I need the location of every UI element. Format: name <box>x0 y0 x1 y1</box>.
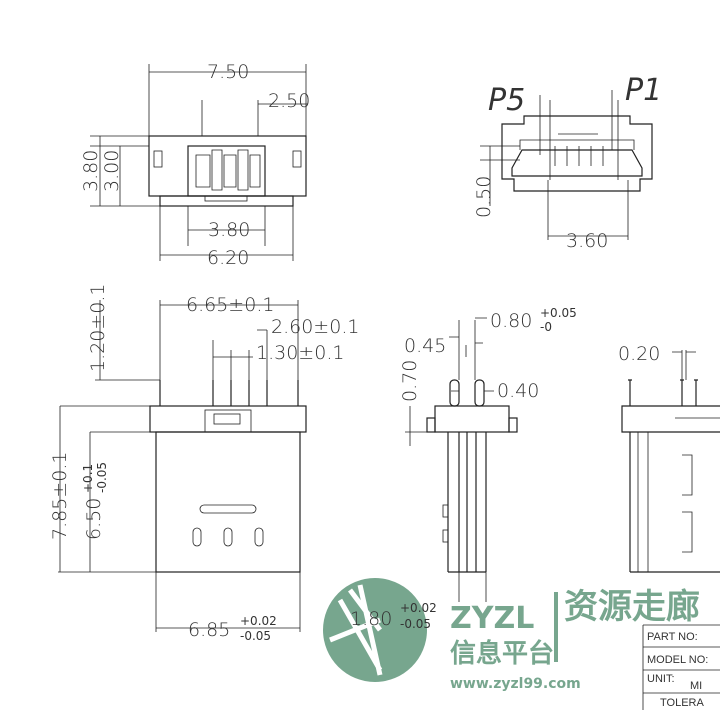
dim-body-width-tol-plus: +0.02 <box>240 614 277 628</box>
dim-pin-pitch: 1.30±0.1 <box>256 342 344 364</box>
dim-width-base: 6.20 <box>207 247 249 269</box>
dim-pin-height: 1.20±0.1 <box>87 284 109 372</box>
watermark-brand-cn: 信息平台 <box>450 638 554 669</box>
dim-height-inner: 3.00 <box>101 150 123 192</box>
dim-pitch-offset: 2.50 <box>268 90 310 112</box>
title-model-no: MODEL NO: <box>647 654 708 666</box>
top-socket <box>187 145 266 197</box>
title-unit-value: MI <box>690 680 702 692</box>
dim-lip: 0.50 <box>473 176 495 218</box>
dim-pin-width: 0.45 <box>404 335 446 357</box>
watermark-url: www.zyzl99.com <box>450 676 581 692</box>
watermark-slogan-cn: 资源走廊 <box>564 587 700 627</box>
title-tolerance: TOLERA <box>660 697 704 709</box>
bottom-view: 6.65±0.1 2.60±0.1 1.30±0.1 1.20±0.1 7.85… <box>49 284 359 643</box>
title-unit: UNIT: <box>647 673 675 685</box>
watermark-brand: ZYZL <box>450 601 534 636</box>
dim-flange: 0.70 <box>399 360 421 402</box>
watermark: ZYZL 信息平台 资源走廊 www.zyzl99.com <box>323 578 700 692</box>
dim-pin-pitch-tol-plus: +0.05 <box>540 306 577 320</box>
dim-body-width-tol-minus: -0.05 <box>240 629 271 643</box>
dim-total-height: 7.85±0.1 <box>49 452 71 540</box>
dim-pin-pitch-side: 0.80 <box>490 310 532 332</box>
label-pin-p1: P1 <box>625 73 662 108</box>
dim-pin-span: 6.65±0.1 <box>186 294 274 316</box>
dim-pin-thickness: 0.20 <box>618 343 660 365</box>
dim-pin-span2: 2.60±0.1 <box>271 316 359 338</box>
dim-thickness-tol-minus: -0.05 <box>400 617 431 631</box>
dim-body-width: 6.85 <box>188 619 230 641</box>
front-view: P5 P1 0.50 3.60 <box>473 73 662 252</box>
right-view: 0.20 <box>618 343 720 573</box>
dim-body-height-tol-plus: +0.1 <box>81 464 95 493</box>
dim-gap: 0.40 <box>497 380 539 402</box>
dim-width-inner: 3.80 <box>208 219 250 241</box>
side-view: 0.45 0.80 +0.05 -0 0.70 0.40 1.80 +0.02 … <box>350 306 577 631</box>
dim-opening-width: 3.60 <box>566 230 608 252</box>
dim-thickness-tol-plus: +0.02 <box>400 601 437 615</box>
title-part-no: PART NO: <box>647 631 698 643</box>
dim-width-total: 7.50 <box>207 61 249 83</box>
watermark-logo-icon <box>323 578 427 682</box>
title-block: PART NO: MODEL NO: UNIT: MI TOLERA <box>642 624 720 710</box>
dim-body-height-tol-minus: -0.05 <box>95 462 109 493</box>
dim-height-outer: 3.80 <box>80 150 102 192</box>
dim-thickness: 1.80 <box>350 608 392 630</box>
top-view: 7.50 2.50 3.80 3.00 3.80 6.20 <box>80 61 310 269</box>
label-pin-p5: P5 <box>488 83 525 118</box>
dim-body-height: 6.50 <box>83 498 105 540</box>
dim-pin-pitch-tol-minus: -0 <box>540 320 552 334</box>
